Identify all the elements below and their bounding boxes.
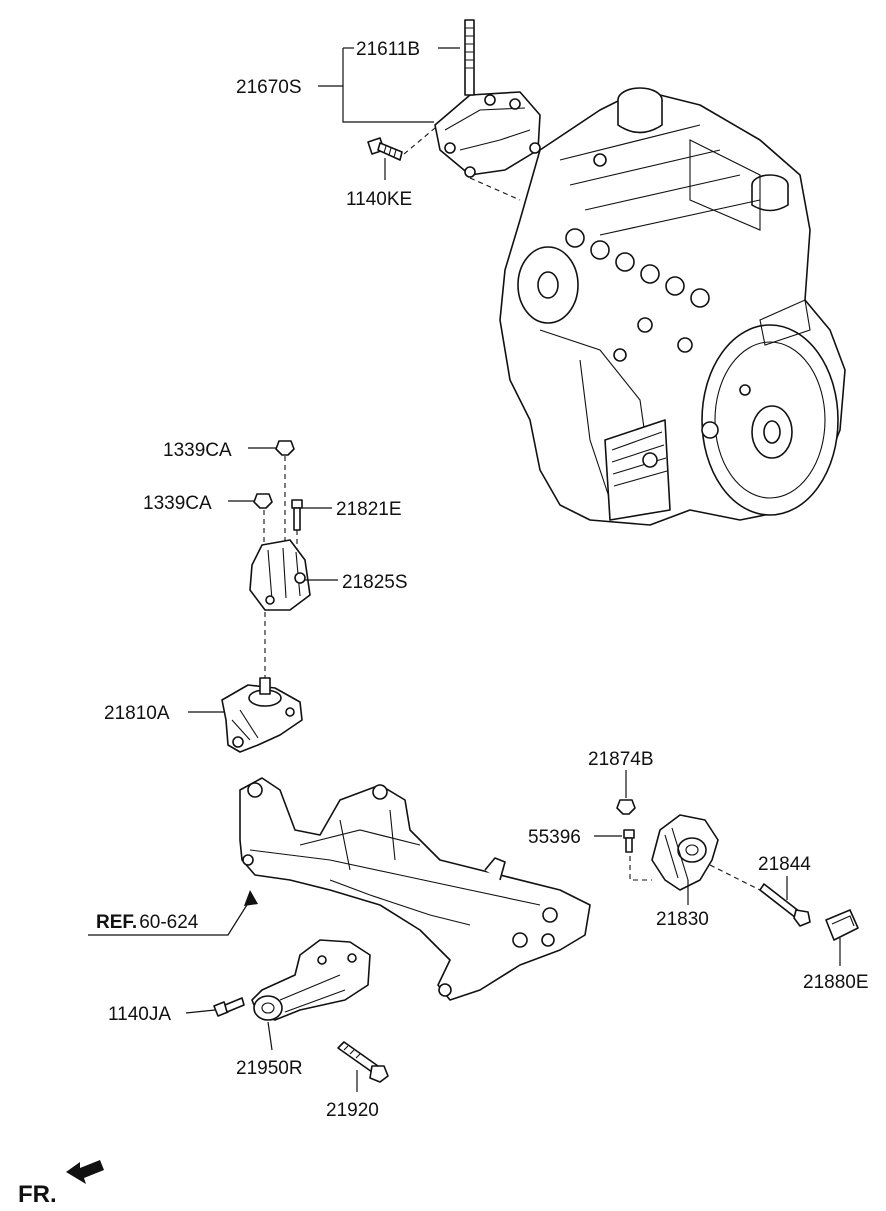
bolt-1140KE: [367, 137, 403, 161]
bolt-21844: [759, 883, 811, 927]
label-ref-60-624: REF.60-624: [96, 912, 199, 933]
label-fr: FR.: [18, 1181, 57, 1208]
label-1140KE: 1140KE: [346, 189, 412, 210]
engine-mount-bracket-21670S: [434, 91, 541, 178]
front-direction-arrow: [66, 1160, 104, 1184]
label-1339CA-upper: 1339CA: [163, 440, 232, 461]
label-1140JA: 1140JA: [108, 1004, 171, 1025]
stud-bolt-21611B: [464, 19, 475, 96]
mount-bracket-21825S: [249, 539, 311, 611]
transmission-mount-21830: [651, 814, 719, 891]
bolt-21920: [337, 1041, 389, 1083]
label-1339CA-lower: 1339CA: [143, 493, 212, 514]
nut-21874B: [616, 799, 636, 815]
label-21844: 21844: [758, 854, 811, 875]
front-subframe: [239, 777, 591, 1001]
label-21874B: 21874B: [588, 749, 654, 770]
label-21830: 21830: [656, 909, 709, 930]
label-21611B: 21611B: [356, 39, 420, 60]
label-21950R: 21950R: [236, 1058, 303, 1079]
label-21920: 21920: [326, 1100, 379, 1121]
nut-1339CA-upper: [275, 440, 295, 456]
label-21821E: 21821E: [336, 499, 402, 520]
bolt-1140JA: [213, 997, 245, 1017]
label-55396: 55396: [528, 827, 581, 848]
label-21810A: 21810A: [104, 703, 170, 724]
label-21825S: 21825S: [342, 572, 408, 593]
nut-1339CA-lower: [253, 493, 273, 509]
engine-block: [499, 87, 846, 526]
roll-rod-bracket-21950R: [251, 939, 371, 1021]
label-21880E: 21880E: [803, 972, 869, 993]
label-21670S: 21670S: [236, 77, 302, 98]
cover-21880E: [825, 909, 859, 941]
bolt-21821E: [291, 499, 303, 531]
engine-mount-insulator-21810A: [221, 677, 303, 753]
bolt-55396: [623, 829, 635, 853]
